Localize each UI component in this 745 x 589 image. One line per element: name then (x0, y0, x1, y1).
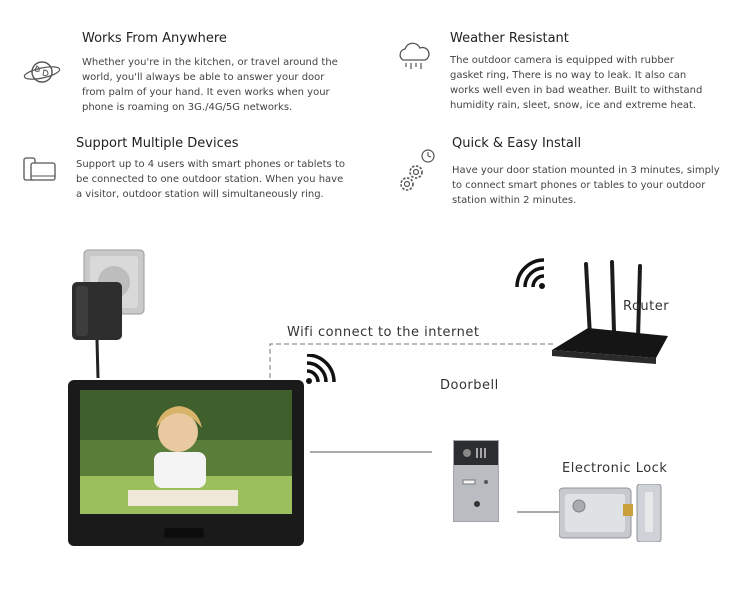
feature-title: Works From Anywhere (82, 31, 227, 46)
router-label: Router (623, 299, 670, 314)
feature-description-line: a visitor, outdoor station will simultan… (76, 189, 324, 200)
feature-description-line: works well even in bad weather. Built to… (450, 85, 703, 96)
globe-icon (22, 56, 62, 88)
feature-description-line: gasket ring, There is no way to leak. It… (450, 70, 687, 81)
wifi-signal-icon (305, 354, 337, 384)
feature-description-line: Whether you're in the kitchen, or travel… (82, 57, 338, 68)
wifi-connection-line (269, 343, 556, 378)
outdoor-doorbell (453, 440, 499, 522)
feature-description: Whether you're in the kitchen, or travel… (82, 55, 382, 115)
feature-description: Support up to 4 users with smart phones … (76, 157, 376, 202)
router (548, 258, 672, 370)
doorbell-label: Doorbell (440, 378, 499, 393)
doorbell-camera-icon (463, 449, 471, 457)
feature-description-line: to connect smart phones or tables to you… (452, 180, 706, 191)
feature-description-line: be connected to one outdoor station. Whe… (76, 174, 344, 185)
feature-description-line: from palm of your hand. It even works wh… (82, 87, 330, 98)
devices-icon (22, 155, 58, 185)
feature-title: Weather Resistant (450, 31, 569, 46)
feature-description: The outdoor camera is equipped with rubb… (450, 53, 740, 113)
rain-cloud-icon (396, 42, 432, 72)
feature-description-line: station within 2 minutes. (452, 195, 577, 206)
gears-clock-icon (394, 148, 438, 196)
feature-description-line: The outdoor camera is equipped with rubb… (450, 55, 674, 66)
feature-title: Quick & Easy Install (452, 136, 582, 151)
feature-description-line: Support up to 4 users with smart phones … (76, 159, 345, 170)
feature-description-line: humidity rain, sleet, snow, ice and extr… (450, 100, 697, 111)
feature-title: Support Multiple Devices (76, 136, 239, 151)
power-adapter (66, 248, 148, 380)
feature-description: Have your door station mounted in 3 minu… (452, 163, 742, 208)
feature-description-line: Have your door station mounted in 3 minu… (452, 165, 720, 176)
feature-description-line: phone is roaming on 3G./4G/5G networks. (82, 102, 293, 113)
router-signal-icon (514, 258, 546, 290)
electronic-lock (559, 484, 663, 542)
wifi-connection-label: Wifi connect to the internet (287, 325, 480, 340)
indoor-monitor (68, 380, 304, 550)
feature-description-line: world, you'll always be able to answer y… (82, 72, 325, 83)
electronic-lock-label: Electronic Lock (562, 461, 668, 476)
